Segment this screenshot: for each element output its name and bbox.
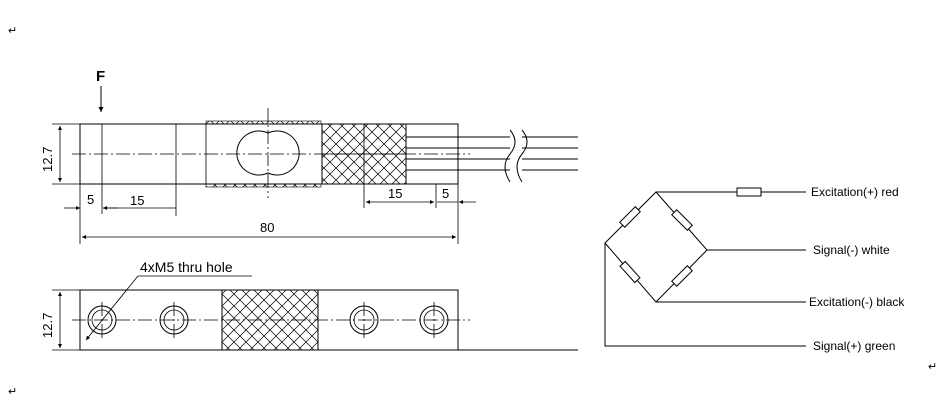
coating-top xyxy=(205,120,322,125)
coating-bottom xyxy=(205,183,322,188)
resistor-top-right xyxy=(671,209,693,231)
lead-resistor xyxy=(736,187,762,197)
dim-15-left-text: 15 xyxy=(130,193,144,208)
wire-label-excitation-minus: Excitation(-) black xyxy=(809,295,905,309)
side-view: 4xM5 thru hole 12.7 xyxy=(40,259,578,351)
dim-height-text: 12.7 xyxy=(40,147,55,172)
dim-left-5-text: 5 xyxy=(87,192,94,207)
wheatstone-bridge: Excitation(+) red Signal(-) white Excita… xyxy=(604,185,905,353)
hole-leader xyxy=(85,275,139,341)
binocular-hole xyxy=(236,130,300,176)
wire-break-left xyxy=(504,129,516,183)
resistor-bottom-left xyxy=(619,260,641,284)
bridge-diamond xyxy=(604,191,708,303)
hole-label: 4xM5 thru hole xyxy=(140,259,233,275)
wire-label-signal-plus: Signal(+) green xyxy=(813,339,895,353)
dim-total-text: 80 xyxy=(260,220,274,235)
return-mark-bottom: ↵ xyxy=(8,386,17,398)
wire-label-excitation-plus: Excitation(+) red xyxy=(811,185,899,199)
return-mark-top: ↵ xyxy=(8,25,17,37)
top-view: F 12.7 xyxy=(40,68,578,244)
wire-label-signal-minus: Signal(-) white xyxy=(813,243,890,257)
dim-15-right-text: 15 xyxy=(388,186,402,201)
wire-break-right xyxy=(516,129,528,183)
force-label: F xyxy=(96,68,105,85)
mount-hole-3 xyxy=(349,302,379,338)
mount-hole-4 xyxy=(419,302,449,338)
dim-right-5-text: 5 xyxy=(442,186,449,201)
mount-hole-2 xyxy=(159,302,189,338)
return-mark-right: ↵ xyxy=(928,361,937,373)
lead-signal-plus xyxy=(604,243,806,347)
side-dim-height-text: 12.7 xyxy=(40,313,55,338)
resistor-bottom-right xyxy=(671,265,693,287)
resistor-top-left xyxy=(619,206,641,228)
